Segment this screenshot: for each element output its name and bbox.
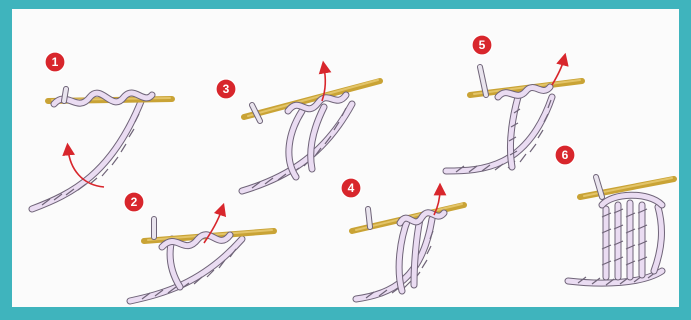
step-3-number: 3	[223, 82, 230, 96]
step-2-badge: 2	[124, 192, 144, 212]
step-4-illustration	[352, 189, 464, 299]
step-4-badge: 4	[341, 178, 361, 198]
step-1-badge: 1	[45, 52, 65, 72]
step-1-illustration	[32, 89, 172, 209]
step-1-number: 1	[52, 55, 59, 69]
step-3-badge: 3	[216, 79, 236, 99]
step-6-illustration	[568, 177, 674, 285]
step-3-illustration	[242, 67, 380, 191]
step-6-number: 6	[562, 148, 569, 162]
step-2-illustration	[130, 209, 274, 301]
step-5-number: 5	[479, 38, 486, 52]
crochet-steps-diagram: 1 2 3 4 5 6	[12, 9, 679, 307]
step-4-number: 4	[348, 181, 355, 195]
illustration-panel: 1 2 3 4 5 6	[12, 9, 679, 307]
step-6-badge: 6	[555, 145, 575, 165]
step-5-badge: 5	[472, 35, 492, 55]
step-2-number: 2	[131, 195, 138, 209]
